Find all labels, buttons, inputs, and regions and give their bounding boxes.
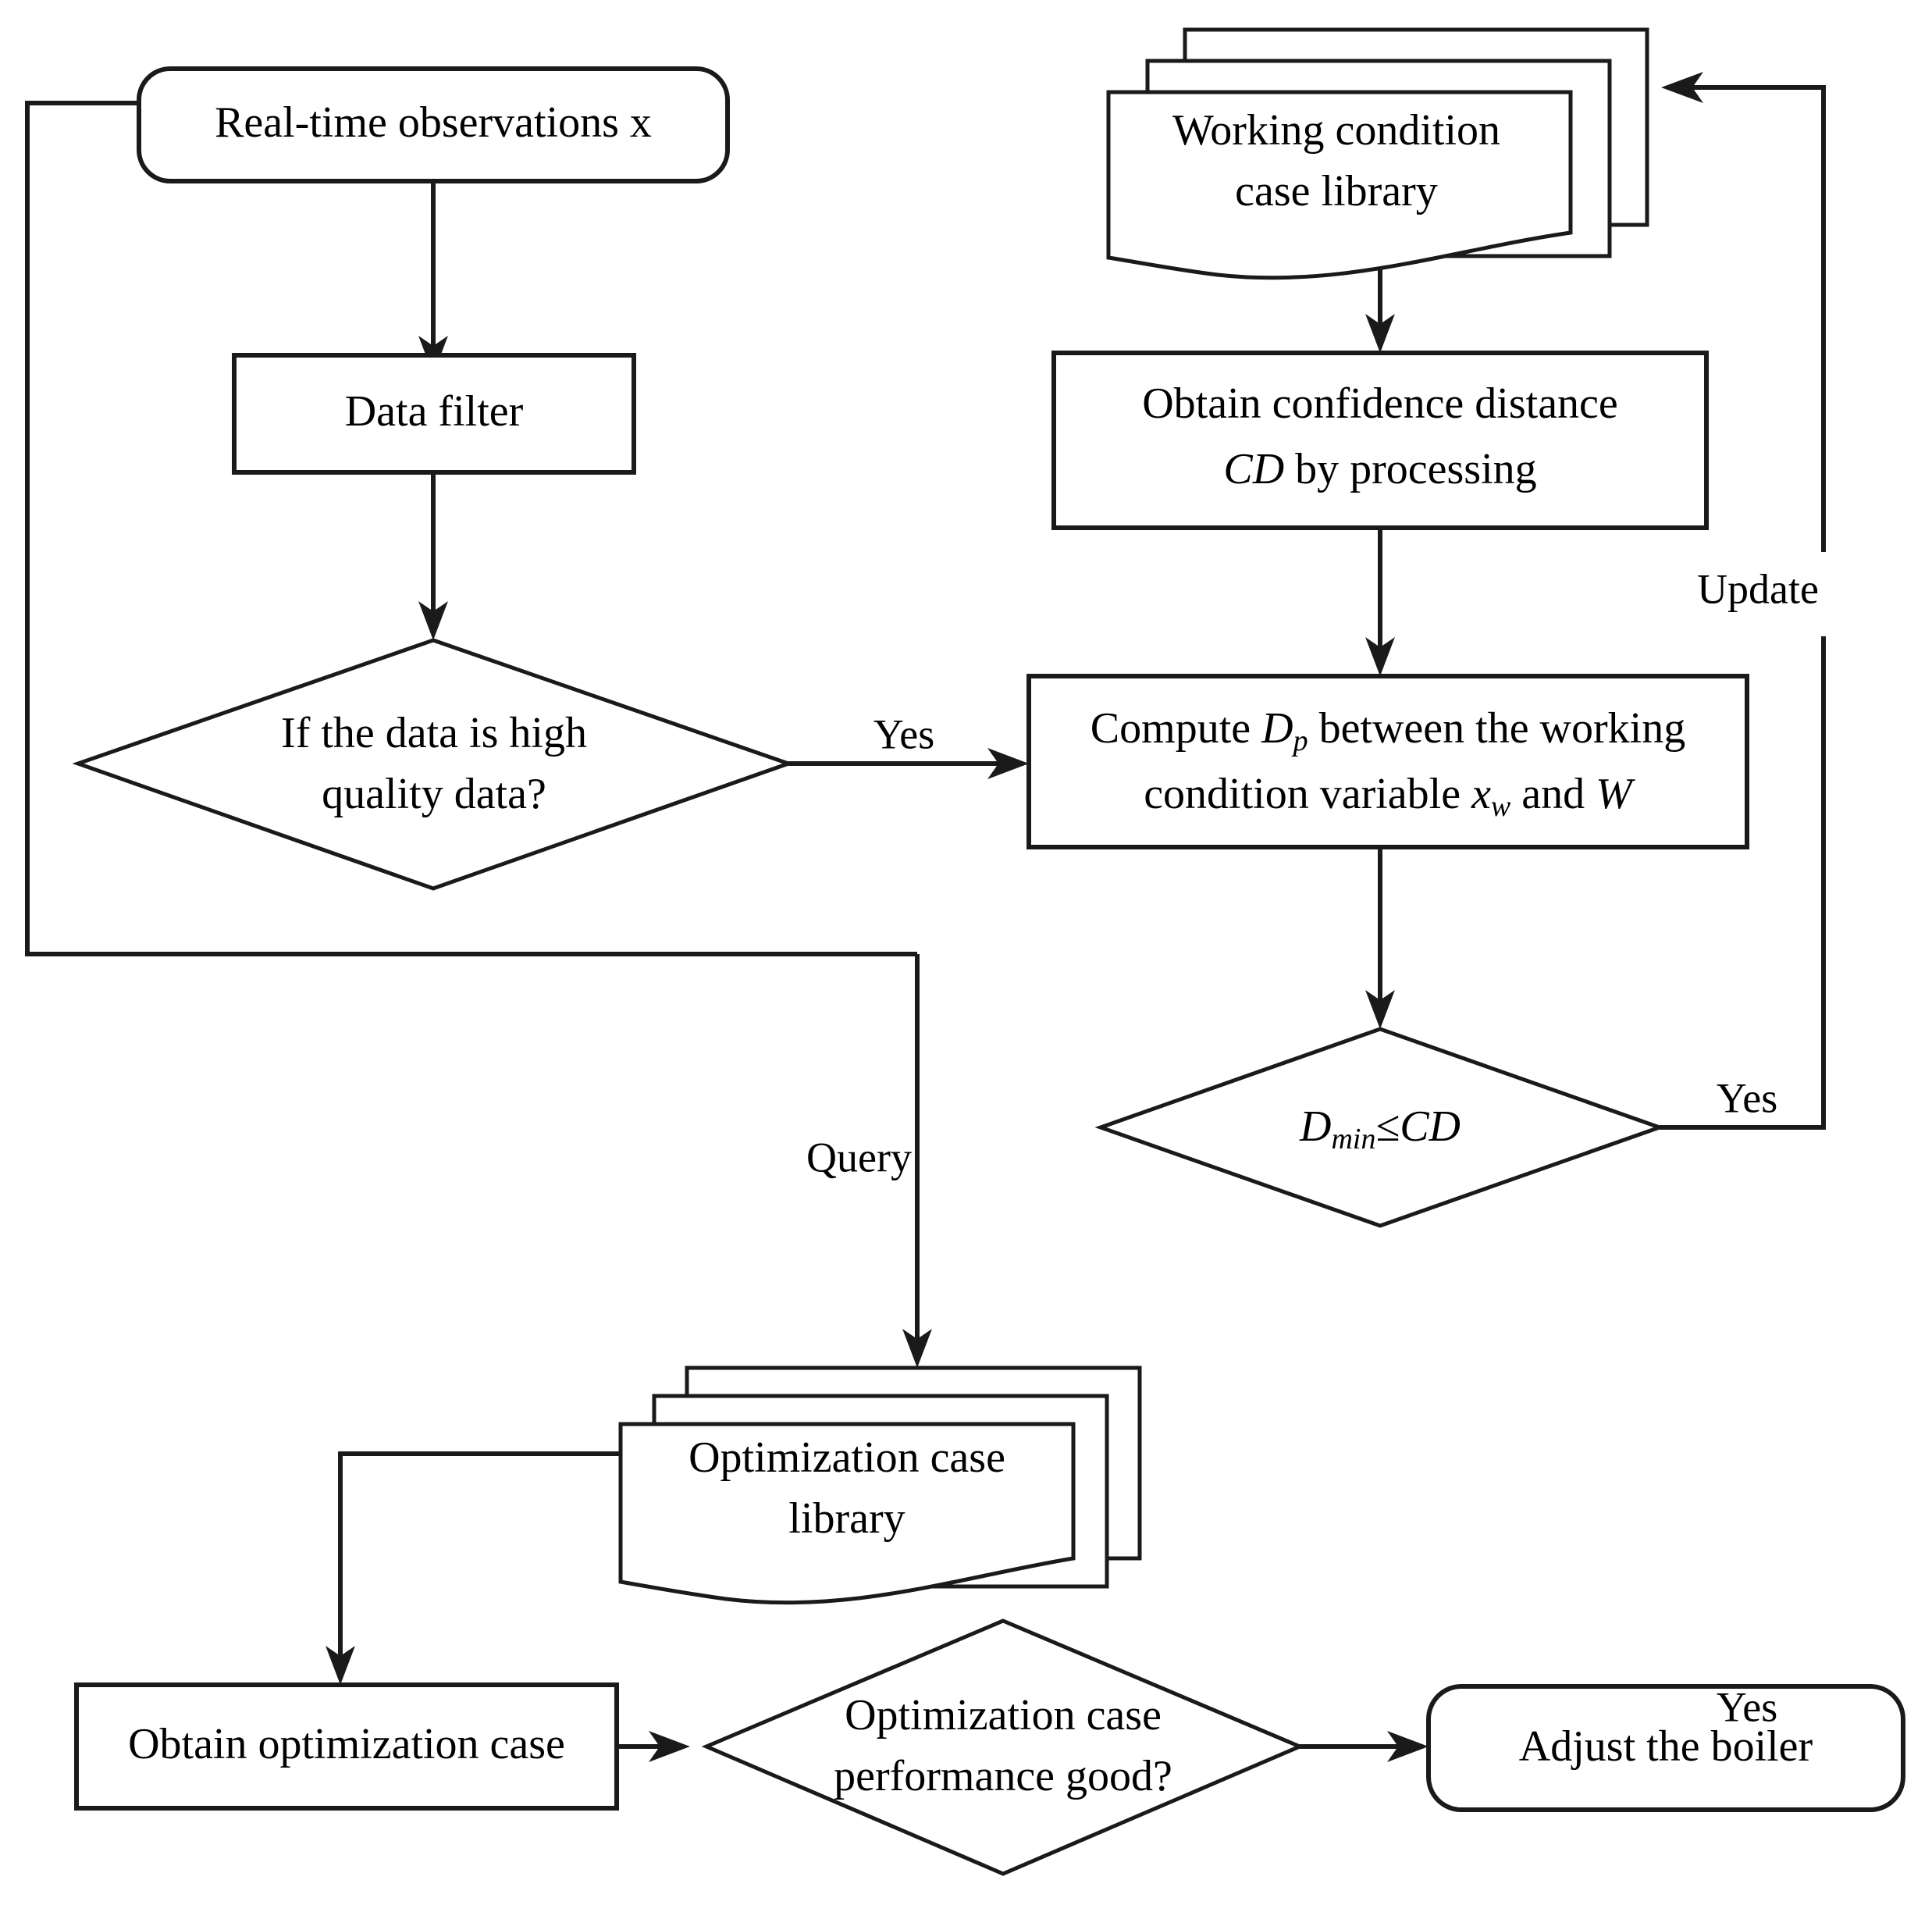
compute-line1-post: between the working bbox=[1308, 704, 1686, 753]
realtime-observations-label: Real-time observations x bbox=[215, 98, 652, 147]
data-filter-label: Data filter bbox=[345, 387, 524, 436]
dmin-cd-symbol: CD bbox=[1400, 1102, 1461, 1151]
node-dmin-decision[interactable]: Dmin≤CD bbox=[1094, 1027, 1666, 1228]
compute-d-subscript: p bbox=[1291, 725, 1308, 757]
obtain-confidence-distance-line2: CD by processing bbox=[1223, 445, 1536, 493]
edge-label-quality-yes: Yes bbox=[873, 710, 935, 757]
edge-filter-to-quality bbox=[418, 472, 448, 640]
edge-label-dmin-yes: Yes bbox=[1717, 1074, 1778, 1121]
node-compute-dp[interactable]: Compute Dp between the working condition… bbox=[1026, 674, 1749, 849]
obtain-optimization-case-label: Obtain optimization case bbox=[128, 1720, 565, 1768]
node-adjust-boiler[interactable]: Adjust the boiler bbox=[1426, 1684, 1905, 1812]
edge-confidence-to-compute bbox=[1365, 528, 1395, 676]
working-condition-library-line1: Working condition bbox=[1172, 106, 1500, 155]
edge-performance-yes-to-adjust bbox=[1300, 1731, 1429, 1762]
edge-quality-yes-to-compute bbox=[788, 748, 1029, 779]
node-working-condition-library[interactable]: Working condition case library bbox=[1106, 27, 1649, 280]
edge-obtaincase-to-performance bbox=[617, 1731, 690, 1762]
compute-w-symbol: W bbox=[1596, 770, 1635, 818]
edge-label-update: Update bbox=[1697, 565, 1819, 612]
node-quality-decision[interactable]: If the data is high quality data? bbox=[72, 638, 795, 891]
compute-dp-line1: Compute Dp between the working bbox=[1091, 704, 1685, 757]
compute-line1-pre: Compute bbox=[1091, 704, 1261, 753]
quality-decision-line2: quality data? bbox=[322, 770, 546, 818]
edge-optlibrary-to-obtaincase bbox=[326, 1451, 621, 1685]
performance-decision-line2: performance good? bbox=[834, 1752, 1172, 1800]
dmin-decision-label: Dmin≤CD bbox=[1299, 1102, 1461, 1155]
dmin-operator: ≤ bbox=[1375, 1102, 1400, 1151]
obtain-confidence-distance-line1: Obtain confidence distance bbox=[1142, 379, 1618, 428]
edge-query-to-optimization-library bbox=[902, 954, 932, 1368]
optimization-library-line2: library bbox=[788, 1494, 905, 1543]
edge-feedback-to-observations bbox=[25, 101, 917, 956]
node-obtain-optimization-case[interactable]: Obtain optimization case bbox=[74, 1682, 619, 1811]
compute-line2-pre: condition variable bbox=[1144, 770, 1471, 818]
compute-x-subscript: w bbox=[1491, 790, 1511, 823]
node-realtime-observations[interactable]: Real-time observations x bbox=[137, 66, 730, 183]
adjust-boiler-label: Adjust the boiler bbox=[1519, 1722, 1813, 1771]
dmin-d-symbol: D bbox=[1299, 1102, 1331, 1151]
compute-line2-mid: and bbox=[1510, 770, 1596, 818]
node-performance-decision[interactable]: Optimization case performance good? bbox=[701, 1618, 1305, 1876]
edge-label-query: Query bbox=[806, 1134, 912, 1180]
edge-compute-to-dmin bbox=[1365, 847, 1395, 1029]
dmin-subscript: min bbox=[1331, 1123, 1375, 1155]
node-optimization-library[interactable]: Optimization case library bbox=[618, 1366, 1142, 1605]
quality-decision-line1: If the data is high bbox=[281, 709, 587, 757]
edge-label-performance-yes: Yes bbox=[1717, 1683, 1778, 1730]
edge-observations-to-filter bbox=[418, 181, 448, 375]
performance-decision-line1: Optimization case bbox=[845, 1691, 1162, 1739]
compute-x-symbol: x bbox=[1471, 770, 1491, 818]
optimization-library-line1: Optimization case bbox=[688, 1433, 1005, 1482]
edge-dmin-yes-update bbox=[1660, 72, 1826, 1130]
node-data-filter[interactable]: Data filter bbox=[232, 353, 636, 475]
working-condition-library-line2: case library bbox=[1235, 167, 1438, 215]
node-obtain-confidence-distance[interactable]: Obtain confidence distance CD by process… bbox=[1051, 351, 1709, 530]
compute-dp-line2: condition variable xw and W bbox=[1144, 770, 1635, 823]
confidence-cd-symbol: CD bbox=[1223, 445, 1284, 493]
confidence-line2-post: by processing bbox=[1284, 445, 1537, 493]
compute-d-symbol: D bbox=[1261, 704, 1293, 753]
